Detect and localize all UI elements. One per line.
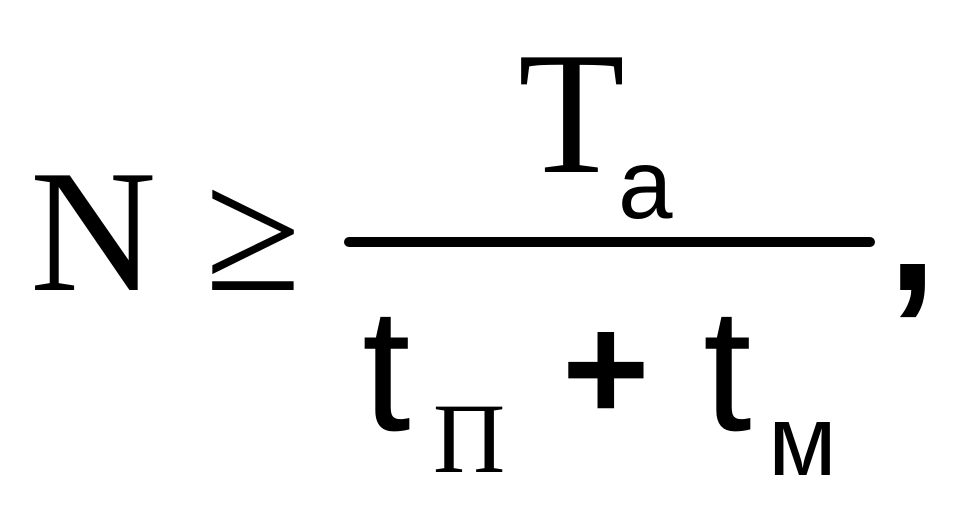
denominator-term1: t xyxy=(362,273,411,468)
numerator-symbol: T xyxy=(518,16,625,210)
denominator-operator: + xyxy=(562,284,650,452)
numerator-subscript: а xyxy=(618,129,673,239)
formula-lhs: N xyxy=(30,134,156,328)
formula-relation: ≥ xyxy=(205,134,301,328)
trailing-comma: , xyxy=(888,133,937,328)
denominator-term2-subscript: м xyxy=(768,385,837,497)
denominator-term2: t xyxy=(703,273,752,468)
denominator-term1-subscript: П xyxy=(433,383,505,494)
